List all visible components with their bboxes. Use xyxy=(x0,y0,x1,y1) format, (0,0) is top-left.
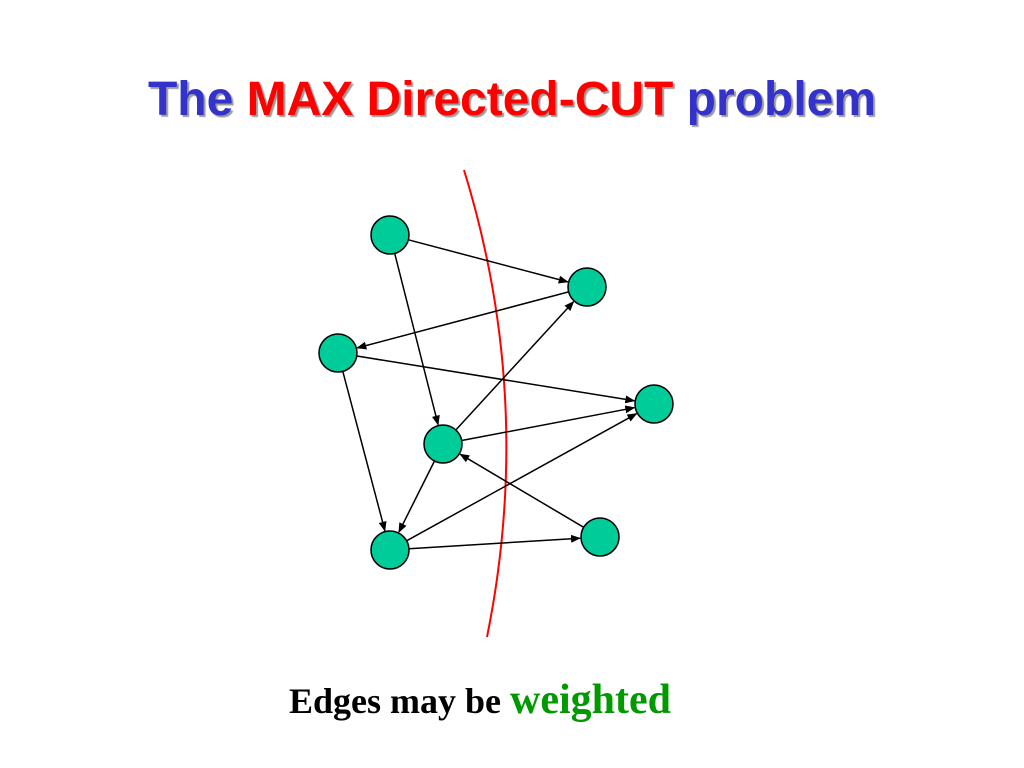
node-n5 xyxy=(423,424,463,464)
edge-n5-n6 xyxy=(398,460,436,533)
caption-text: Edges may be xyxy=(288,681,510,721)
caption: Edges may be weighted xyxy=(0,676,960,724)
node-n7 xyxy=(580,517,620,557)
cut-line xyxy=(463,169,508,638)
edge-n7-n5 xyxy=(459,453,585,528)
caption-emphasis-weighted: weighted xyxy=(510,677,671,723)
title-part-problem: problem xyxy=(673,73,877,126)
edge-n3-n4 xyxy=(356,355,636,404)
title-part-the: The xyxy=(147,73,247,126)
edges-layer xyxy=(342,239,638,550)
slide-title: The MAX Directed-CUT problem xyxy=(0,72,1024,127)
edge-n5-n4 xyxy=(461,405,636,442)
edge-n6-n7 xyxy=(408,534,581,550)
edge-n2-n3 xyxy=(356,291,569,350)
node-n1 xyxy=(370,215,410,255)
edge-n3-n6 xyxy=(342,371,387,532)
nodes-layer xyxy=(318,215,674,570)
node-n4 xyxy=(634,384,674,424)
title-part-max-directed-cut: MAX Directed-CUT xyxy=(246,73,674,126)
node-n2 xyxy=(567,267,607,307)
node-n6 xyxy=(370,530,410,570)
edge-n5-n2 xyxy=(455,300,575,431)
edge-n1-n2 xyxy=(408,239,569,284)
edge-n1-n5 xyxy=(393,253,440,426)
edge-n6-n4 xyxy=(406,413,638,542)
node-n3 xyxy=(318,333,358,373)
